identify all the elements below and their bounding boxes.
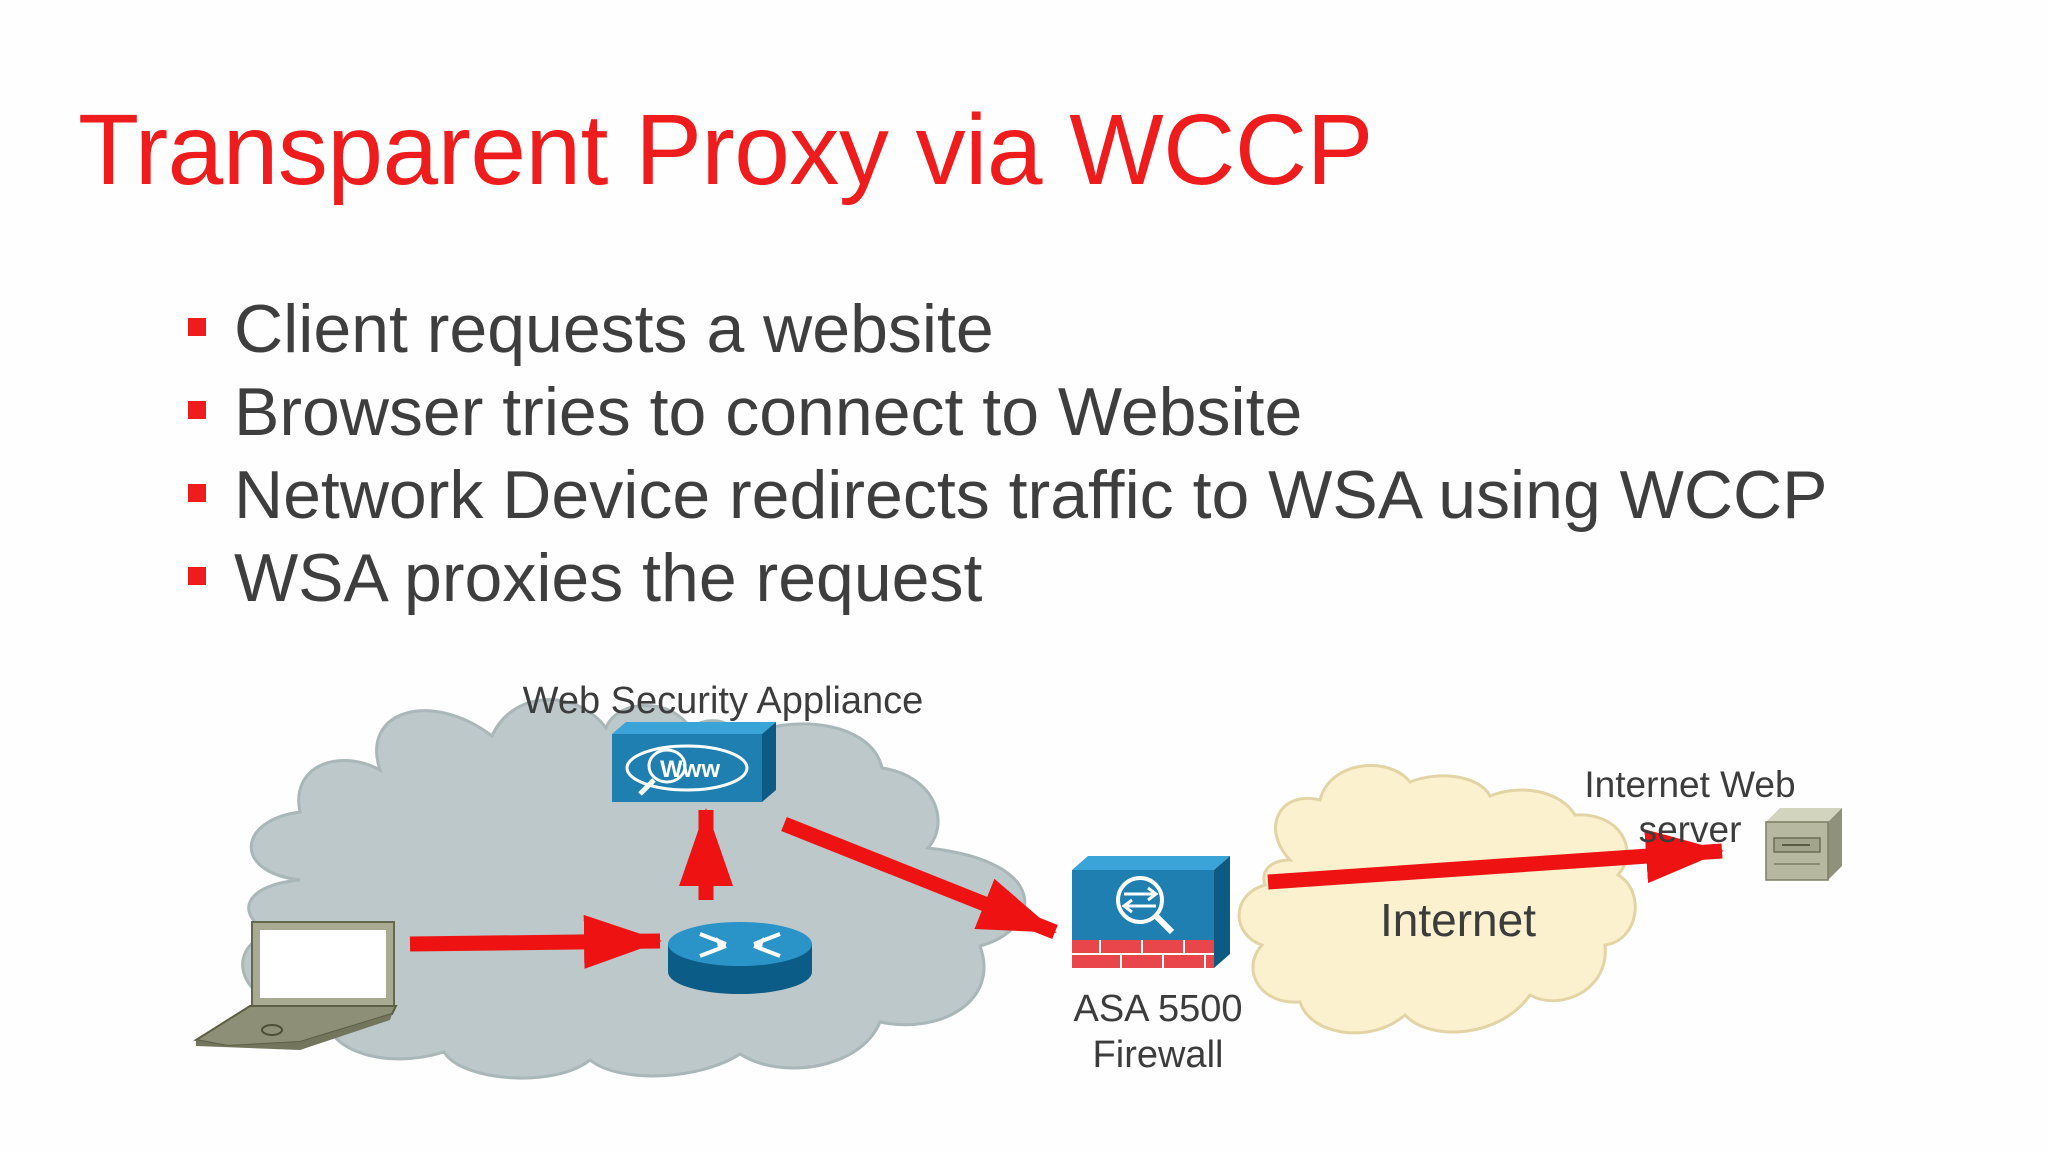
- bullet-marker: [188, 401, 206, 419]
- slide-title: Transparent Proxy via WCCP: [78, 94, 1373, 206]
- bullet-list: Client requests a website Browser tries …: [184, 288, 1827, 620]
- wsa-appliance-icon: Www: [612, 722, 776, 802]
- firewall-label: ASA 5500 Firewall: [1038, 986, 1278, 1079]
- bullet-marker: [188, 567, 206, 585]
- server-label-line1: Internet Web: [1584, 764, 1796, 805]
- firewall-label-line1: ASA 5500: [1073, 988, 1243, 1030]
- arrow-laptop-to-router: [409, 914, 662, 969]
- bullet-text: WSA proxies the request: [234, 540, 983, 616]
- bullet-text: Browser tries to connect to Website: [234, 374, 1303, 450]
- bullet-item: WSA proxies the request: [184, 537, 1827, 620]
- bullet-text: Network Device redirects traffic to WSA …: [234, 457, 1828, 533]
- bullet-item: Browser tries to connect to Website: [184, 371, 1827, 454]
- bullet-text: Client requests a website: [234, 291, 994, 367]
- router-icon: [668, 922, 812, 994]
- bullet-item: Network Device redirects traffic to WSA …: [184, 454, 1827, 537]
- arrow-wsa-to-firewall: [781, 817, 1058, 939]
- server-icon: [1765, 808, 1842, 881]
- firewall-label-line2: Firewall: [1092, 1034, 1224, 1077]
- svg-text:Www: Www: [660, 756, 720, 783]
- bullet-item: Client requests a website: [184, 288, 1827, 371]
- lan-cloud: [241, 698, 1027, 1080]
- bullet-marker: [188, 318, 206, 336]
- internet-label: Internet: [1380, 894, 1536, 946]
- server-label: Internet Web server: [1560, 762, 1820, 852]
- server-label-line2: server: [1638, 809, 1742, 851]
- laptop-icon: [193, 921, 398, 1050]
- arrow-firewall-to-server: [1267, 829, 1724, 890]
- firewall-icon: [1072, 856, 1230, 968]
- bullet-marker: [188, 484, 206, 502]
- wsa-label: Web Security Appliance: [522, 680, 924, 722]
- internet-cloud: [1237, 764, 1637, 1035]
